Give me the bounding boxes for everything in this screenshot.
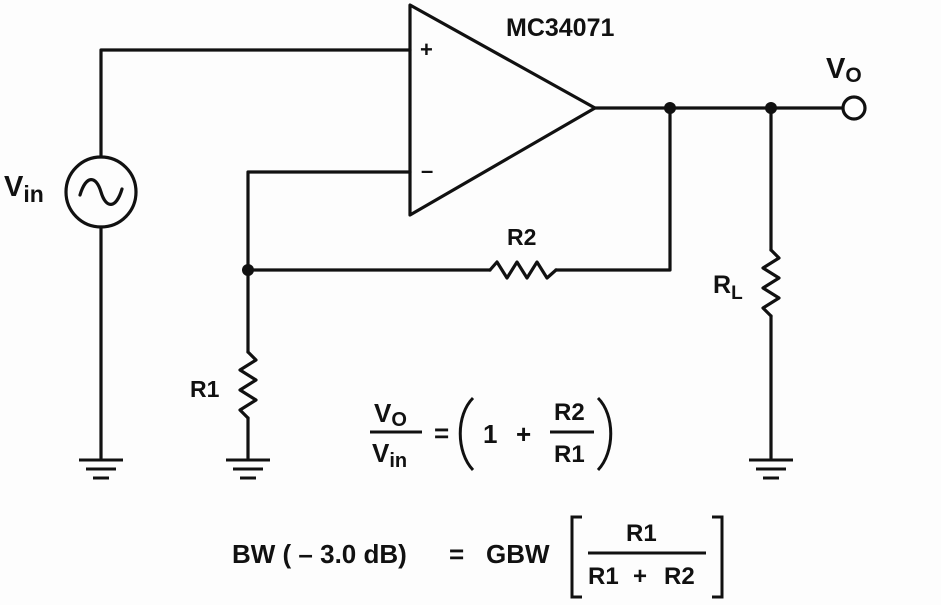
gain-denominator: Vin [372,438,407,472]
bw-left-side: BW ( – 3.0 dB) [232,539,407,569]
opamp-plus-sign: + [420,37,433,62]
bw-right-bracket [712,515,724,599]
bw-equals: = [449,539,464,569]
wire-noninverting-input [99,48,412,158]
rl-label: RL [713,271,743,304]
bw-denominator-r2: R2 [664,563,695,590]
opamp-minus-sign: – [421,158,433,183]
ground-symbol-load [749,458,793,480]
bw-gbw: GBW [486,539,550,569]
wire-inverting-input [246,170,412,272]
ground-symbol-r1 [226,458,270,480]
output-terminal [841,95,867,121]
resistor-r2 [488,260,558,280]
bandwidth-equation: BW ( – 3.0 dB) = GBW R1 R1 + R2 [232,515,724,599]
gain-one: 1 [483,419,497,449]
gain-numerator: VO [374,398,407,431]
resistor-r1 [238,350,258,420]
source-label: Vin [4,171,44,207]
resistor-rl [761,248,781,318]
bw-denominator-r1: R1 [588,563,619,590]
output-label: VO [826,53,862,87]
bw-left-bracket [570,515,582,599]
r2-label: R2 [507,224,536,250]
gain-ratio-denominator: R1 [554,441,585,468]
gain-equation: VO Vin = 1 + R2 R1 [370,396,613,472]
gain-left-paren [458,396,475,472]
wire-feedback-right [554,106,672,272]
opamp-symbol [408,3,597,217]
r1-label: R1 [190,376,220,402]
sine-wave-icon [78,178,124,206]
bw-denominator-plus: + [633,563,647,590]
opamp-part-number: MC34071 [506,14,614,42]
gain-ratio-numerator: R2 [554,399,585,426]
gain-equals: = [434,418,449,448]
bw-fraction-numerator: R1 [626,520,657,547]
gain-plus: + [516,419,531,449]
junction-dot-output [664,102,676,114]
gain-right-paren [596,396,613,472]
ground-symbol-source [79,458,123,480]
